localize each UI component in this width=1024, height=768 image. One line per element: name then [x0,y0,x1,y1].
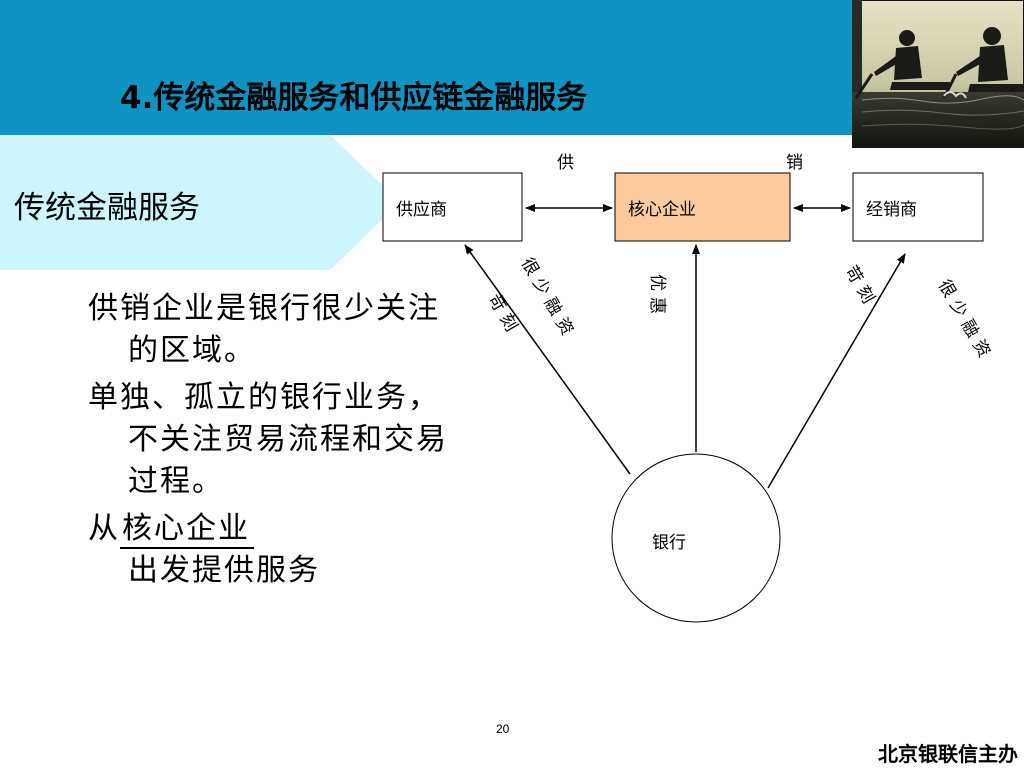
node-bank: 银行 [611,453,781,623]
right-inner-label: 苛刻 [841,263,881,313]
paragraph-3-prefix: 从 [88,511,120,546]
node-core-enterprise: 核心企业 [614,172,791,242]
left-outer-label: 苛刻 [484,291,524,341]
section-tab [0,135,400,270]
label-gong: 供 [557,153,574,173]
paragraph-1: 供销企业是银行很少关注的区域。 [88,291,440,368]
right-outer-label: 很少融资 [934,277,997,367]
arrow-bank-distributor [767,253,906,489]
body-text: 供销企业是银行很少关注的区域。 单独、孤立的银行业务，不关注贸易流程和交易过程。… [88,288,458,597]
header-band [0,0,852,135]
paragraph-3-suffix: 出发提供服务 [128,553,320,588]
slide-title: 4.传统金融服务和供应链金融服务 [120,80,588,116]
center-label: 优惠 [647,274,667,320]
underlined-blank: 核心企业 [120,511,254,549]
node-supplier-label: 供应商 [396,200,447,220]
paragraph-2: 单独、孤立的银行业务，不关注贸易流程和交易过程。 [88,380,448,499]
footer-organizer: 北京银联信主办 [878,742,1018,766]
arrow-bank-supplier [464,244,631,475]
rowers-photo [852,0,1024,148]
node-core-label: 核心企业 [628,200,696,220]
label-xiao: 销 [786,153,803,173]
page-number: 20 [496,722,510,736]
node-bank-label: 银行 [652,533,686,553]
node-distributor-label: 经销商 [866,200,917,220]
node-supplier: 供应商 [382,172,523,242]
section-tab-label: 传统金融服务 [14,190,200,226]
paragraph-3: 从核心企业出发提供服务 [88,508,458,592]
node-distributor: 经销商 [852,172,984,242]
